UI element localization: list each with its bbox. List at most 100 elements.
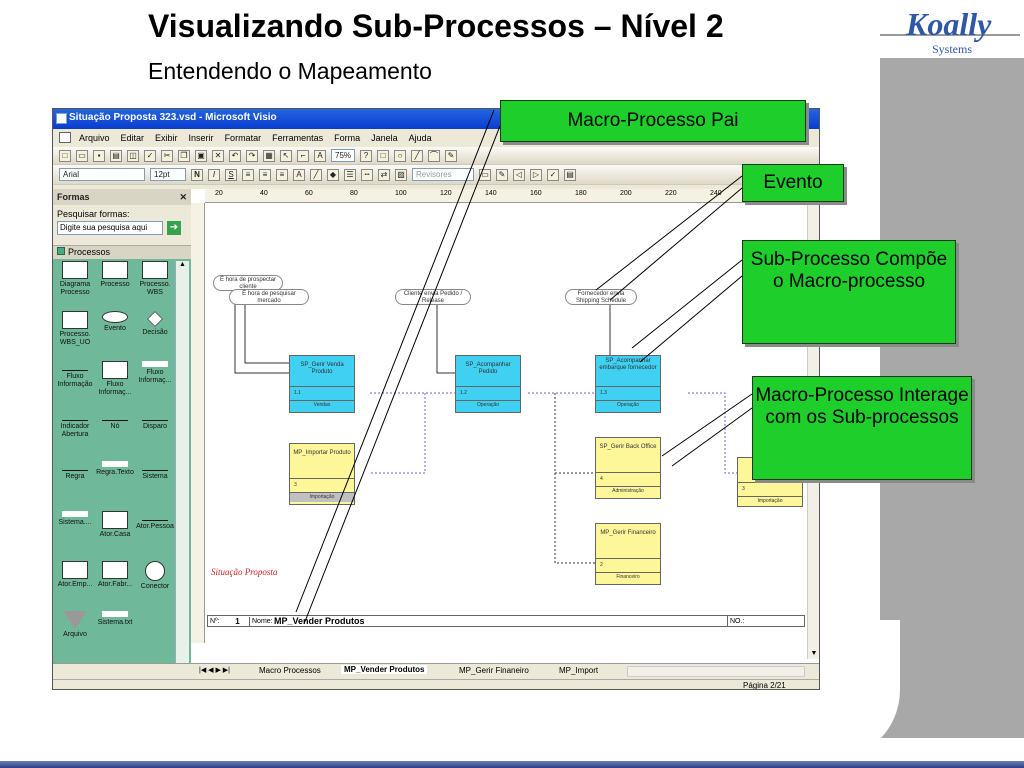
font-color-icon[interactable]: A	[293, 168, 305, 181]
align-right-icon[interactable]: ≡	[276, 168, 288, 181]
stencil-shape[interactable]: Sistema....	[55, 511, 95, 557]
paste-icon[interactable]: ▣	[195, 149, 207, 162]
open-icon[interactable]: ▭	[76, 149, 88, 162]
close-icon[interactable]: ✕	[179, 192, 187, 202]
menu-item-inserir[interactable]: Inserir	[188, 133, 214, 143]
stencil-shape[interactable]: Ator.Fabr...	[95, 561, 135, 607]
help-icon[interactable]: ?	[360, 149, 373, 162]
stencil-shape[interactable]: Processo. WBS_UO	[55, 311, 95, 357]
align-center-icon[interactable]: ≡	[259, 168, 271, 181]
process-acompanhar-embarque[interactable]: SP_Acompanhar embarque fornecedor 1.3 Op…	[595, 355, 661, 413]
search-go-icon[interactable]: ➔	[167, 221, 181, 235]
rectangle-tool-icon[interactable]: □	[377, 149, 390, 162]
new-icon[interactable]: □	[59, 149, 71, 162]
scroll-down-icon[interactable]: ▼	[810, 650, 818, 657]
folder-icon[interactable]: ▭	[479, 168, 491, 181]
stencil-shape[interactable]: Nó	[95, 411, 135, 457]
menu-item-ajuda[interactable]: Ajuda	[408, 133, 432, 143]
stencil-shape[interactable]: Decisão	[135, 311, 175, 357]
font-size-select[interactable]: 12pt	[150, 168, 186, 181]
stencil-shape[interactable]: Regra.Texto	[95, 461, 135, 507]
process-gerir-venda[interactable]: SP_Gerir Venda Produto 1.1 Vendas	[289, 355, 355, 413]
stencil-shape[interactable]: Processo. WBS	[135, 261, 175, 307]
stencil-tab-processos[interactable]: Processos	[53, 245, 191, 259]
zoom-select[interactable]: 75%	[331, 149, 356, 162]
process-importar-produto[interactable]: MP_Importar Produto 3 Importação	[289, 443, 355, 505]
process-acompanhar-pedido[interactable]: SP_Acompanhar Pedido 1.2 Operação	[455, 355, 521, 413]
stencil-shape[interactable]: Ator.Emp...	[55, 561, 95, 607]
shape-search-input[interactable]: Digite sua pesquisa aqui	[57, 221, 163, 235]
menu-doc-icon[interactable]	[59, 132, 71, 143]
stencil-shape[interactable]: Processo	[95, 261, 135, 307]
pencil-tool-icon[interactable]: ✎	[445, 149, 458, 162]
event-pesquisar[interactable]: É hora de pesquisar mercado	[229, 289, 309, 305]
delete-icon[interactable]: ✕	[212, 149, 224, 162]
stencil-shape[interactable]: Fluxo Informaç...	[135, 361, 175, 407]
process-gerir-back-office[interactable]: SP_Gerir Back Office 4 Administração	[595, 437, 661, 499]
tab-mp-gerir-finaneiro[interactable]: MP_Gerir Finaneiro	[459, 666, 529, 675]
stencil-shape[interactable]: Sistema.txt	[95, 611, 135, 657]
shapes-icon[interactable]: ▦	[263, 149, 275, 162]
align-left-icon[interactable]: ≡	[242, 168, 254, 181]
italic-icon[interactable]: I	[208, 168, 220, 181]
bold-icon[interactable]: N	[191, 168, 203, 181]
horizontal-scrollbar[interactable]	[627, 666, 805, 677]
revisores-button[interactable]: Revisores	[412, 168, 474, 181]
menu-item-editar[interactable]: Editar	[120, 133, 145, 143]
tab-mp-import[interactable]: MP_Import	[559, 666, 599, 675]
pointer-icon[interactable]: ↖	[280, 149, 292, 162]
stencil-shape[interactable]: Regra	[55, 461, 95, 507]
stencil-shape[interactable]: Arquivo	[55, 611, 95, 657]
underline-icon[interactable]: S	[225, 168, 237, 181]
stencil-shape[interactable]: Indicador Abertura	[55, 411, 95, 457]
tab-macro-processos[interactable]: Macro Processos	[259, 666, 321, 675]
ellipse-tool-icon[interactable]: ○	[394, 149, 407, 162]
line-color-icon[interactable]: ╱	[310, 168, 322, 181]
reviewing-pane-icon[interactable]: ▤	[564, 168, 576, 181]
undo-icon[interactable]: ↶	[229, 149, 241, 162]
stencil-shape[interactable]: Sistema	[135, 461, 175, 507]
save-icon[interactable]: ▪	[93, 149, 105, 162]
shadow-icon[interactable]: ▨	[395, 168, 407, 181]
event-shipping[interactable]: Fornecedor envia Shipping Schedule	[565, 289, 637, 305]
line-tool-icon[interactable]: ╱	[411, 149, 424, 162]
line-weight-icon[interactable]: ☰	[344, 168, 356, 181]
redo-icon[interactable]: ↷	[246, 149, 258, 162]
stencil-shape[interactable]: Conector	[135, 561, 175, 607]
markup-icon[interactable]: ✎	[496, 168, 508, 181]
font-name-select[interactable]: Arial	[59, 168, 145, 181]
stencil-shape[interactable]: Evento	[95, 311, 135, 357]
text-icon[interactable]: A	[314, 149, 326, 162]
process-gerir-financeiro[interactable]: MP_Gerir Financeiro 2 Financeiro	[595, 523, 661, 585]
tab-nav-arrows[interactable]: |◀ ◀ ▶ ▶|	[199, 667, 231, 674]
menu-item-janela[interactable]: Janela	[371, 133, 398, 143]
menu-item-ferramentas[interactable]: Ferramentas	[272, 133, 324, 143]
stencil-shape[interactable]: Fluxo Informaç...	[95, 361, 135, 407]
stencil-shape[interactable]: Fluxo Informação	[55, 361, 95, 407]
preview-icon[interactable]: ◫	[127, 149, 139, 162]
stencil-shape[interactable]: Ator.Pessoa	[135, 511, 175, 557]
event-pedido[interactable]: Cliente envia Pedido / Release	[395, 289, 471, 305]
connector-icon[interactable]: ⌐	[297, 149, 309, 162]
spelling-icon[interactable]: ✓	[144, 149, 156, 162]
scroll-up-icon[interactable]: ▲	[179, 261, 186, 268]
menu-item-exibir[interactable]: Exibir	[155, 133, 178, 143]
prev-markup-icon[interactable]: ◁	[513, 168, 525, 181]
menu-item-arquivo[interactable]: Arquivo	[79, 133, 110, 143]
stencil-shape[interactable]: Diagrama Processo	[55, 261, 95, 307]
drawing-page[interactable]: É hora de prospectar cliente É hora de p…	[205, 203, 807, 643]
stencil-shape[interactable]: Disparo	[135, 411, 175, 457]
menu-item-formatar[interactable]: Formatar	[224, 133, 262, 143]
fill-color-icon[interactable]: ◆	[327, 168, 339, 181]
accept-icon[interactable]: ✓	[547, 168, 559, 181]
tab-mp-vender-produtos[interactable]: MP_Vender Produtos	[341, 665, 428, 674]
cut-icon[interactable]: ✂	[161, 149, 173, 162]
next-markup-icon[interactable]: ▷	[530, 168, 542, 181]
stencil-scrollbar[interactable]: ▲ ▼	[175, 261, 189, 673]
stencil-shape[interactable]: Ator.Casa	[95, 511, 135, 557]
copy-icon[interactable]: ❐	[178, 149, 190, 162]
menu-item-forma[interactable]: Forma	[334, 133, 361, 143]
line-ends-icon[interactable]: ⇄	[378, 168, 390, 181]
print-icon[interactable]: ▤	[110, 149, 122, 162]
